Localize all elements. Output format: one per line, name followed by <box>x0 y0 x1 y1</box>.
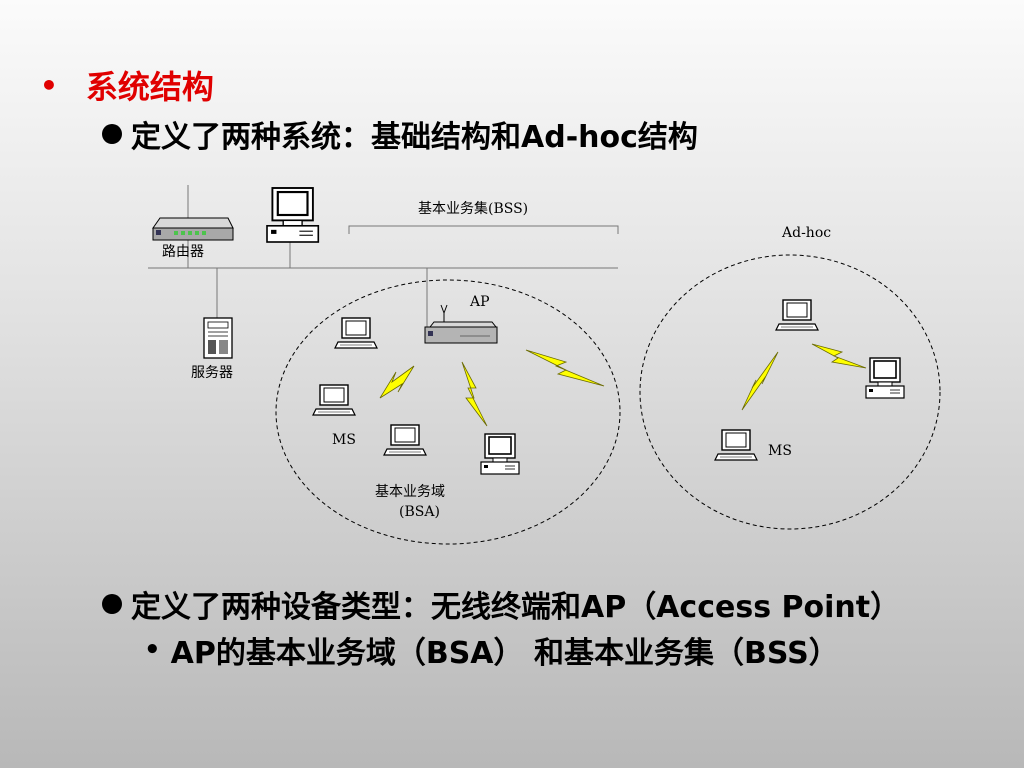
ms-label-right: MS <box>768 443 792 459</box>
laptop-icon <box>775 299 819 331</box>
ap-label: AP <box>469 294 490 310</box>
bullet-dot-icon <box>102 124 122 144</box>
laptop-icon <box>714 429 758 461</box>
ms-label-left: MS <box>332 432 356 448</box>
laptop-icon <box>312 384 356 416</box>
bsa-boundary <box>275 279 621 545</box>
bsa-label-line2: (BSA) <box>399 504 440 520</box>
adhoc-label: Ad-hoc <box>781 225 831 241</box>
bss-label: 基本业务集(BSS) <box>418 200 528 217</box>
server-icon <box>203 317 233 359</box>
router-icon <box>152 217 234 241</box>
lightning-icon <box>525 349 605 387</box>
heading-bullet: • <box>40 68 58 102</box>
bullet-dot-icon <box>102 594 122 614</box>
bullet-text: 定义了两种设备类型：无线终端和AP（Access Point） <box>131 590 901 625</box>
heading-text: 系统结构 <box>85 68 214 106</box>
laptop-icon <box>383 424 427 456</box>
lightning-icon <box>741 351 779 411</box>
bullet-text: 定义了两种系统：基础结构和Ad-hoc结构 <box>131 120 698 155</box>
router-label: 路由器 <box>162 244 204 260</box>
lightning-icon <box>811 343 867 369</box>
desktop-computer-icon <box>480 433 520 475</box>
lightning-icon <box>379 365 415 399</box>
lightning-icon <box>461 361 488 427</box>
bsa-label-line1: 基本业务域 <box>375 483 445 500</box>
section-heading: • 系统结构 <box>40 62 214 108</box>
access-point-icon <box>424 304 498 344</box>
laptop-icon <box>334 317 378 349</box>
sub-bullet-item-bsa-bss: • AP的基本业务域（BSA） 和基本业务集（BSS） <box>144 628 839 672</box>
desktop-computer-icon <box>865 357 905 399</box>
server-label: 服务器 <box>191 365 233 381</box>
bullet-item-device-types: 定义了两种设备类型：无线终端和AP（Access Point） <box>102 582 900 626</box>
bullet-item-system-types: 定义了两种系统：基础结构和Ad-hoc结构 <box>102 112 698 156</box>
desktop-computer-icon <box>265 186 320 244</box>
sub-bullet-text: AP的基本业务域（BSA） 和基本业务集（BSS） <box>170 636 839 671</box>
sub-bullet-marker: • <box>144 635 161 665</box>
adhoc-boundary <box>639 254 941 530</box>
